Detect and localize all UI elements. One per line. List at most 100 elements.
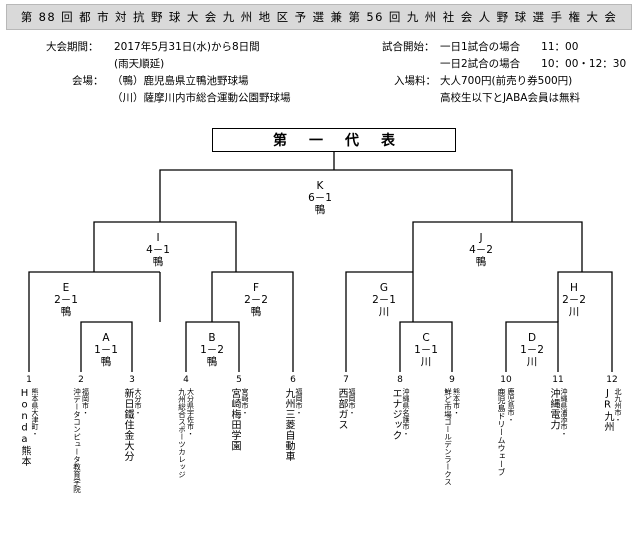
tournament-title: 第 88 回 都 市 対 抗 野 球 大 会 九 州 地 区 予 選 兼 第 5… xyxy=(20,10,618,24)
match-c-id: C xyxy=(422,332,430,344)
team-8-name: エナジック xyxy=(390,388,401,441)
match-j-venue: 鴨 xyxy=(475,256,487,268)
team-9-location: 熊本市・ xyxy=(452,388,461,416)
match-g-id: G xyxy=(379,282,389,294)
match-c-venue: 川 xyxy=(420,356,432,368)
team-12-name: JR九州 xyxy=(602,388,613,432)
team-6-location: 福岡市・ xyxy=(295,388,303,416)
match-e-line xyxy=(28,271,160,372)
match-g-venue: 川 xyxy=(378,306,390,318)
start-label: 試合開始： xyxy=(382,41,435,53)
match-e-id: E xyxy=(62,282,70,294)
team-6: 福岡市・ 九州三菱自動車 xyxy=(283,388,303,462)
period-value: 2017年5月31日(水)から8日間 xyxy=(114,41,260,53)
match-b-venue: 鴨 xyxy=(206,356,218,368)
team-number: 7 xyxy=(343,375,349,385)
match-i-score: 4－1 xyxy=(146,244,170,256)
match-c-line xyxy=(399,321,453,372)
match-f-venue: 鴨 xyxy=(250,306,262,318)
match-h-id: H xyxy=(570,282,578,294)
match-a-venue: 鴨 xyxy=(100,356,112,368)
start-2: 一日2試合の場合 10：00・12：30 xyxy=(440,58,627,70)
match-f-id: F xyxy=(252,282,260,294)
team-5: 宮崎市・ 宮崎梅田学園 xyxy=(229,388,249,451)
match-h-venue: 川 xyxy=(568,306,580,318)
match-e-label: E 2－1 鴨 xyxy=(54,282,78,318)
match-i-id: I xyxy=(156,232,160,244)
team-number: 9 xyxy=(449,375,455,385)
match-i-line xyxy=(93,221,237,272)
team-6-name: 九州三菱自動車 xyxy=(283,388,294,462)
team-10: 鹿児島市・ 鹿児島ドリームウェーブ xyxy=(497,388,515,476)
match-f-label: F 2－2 鴨 xyxy=(244,282,268,318)
team-10-name: 鹿児島ドリームウェーブ xyxy=(497,388,506,476)
team-4-location: 大分県宇佐市・ xyxy=(186,388,195,437)
team-3: 大分市・ 新日鐵住金大分 xyxy=(122,388,142,462)
match-i-venue: 鴨 xyxy=(152,256,164,268)
team-5-name: 宮崎梅田学園 xyxy=(229,388,240,451)
match-g-label: G 2－1 川 xyxy=(372,282,396,318)
fee-1: 大人700円(前売り券500円) xyxy=(440,75,573,87)
match-b-label: B 1－2 鴨 xyxy=(200,332,224,368)
match-e-venue: 鴨 xyxy=(60,306,72,318)
team-7-name: 西部ガス xyxy=(336,388,347,430)
team-4-name: 九州総合スポーツカレッジ xyxy=(177,388,187,478)
team-4: 大分県宇佐市・ 九州総合スポーツカレッジ xyxy=(178,388,195,478)
team-3-name: 新日鐵住金大分 xyxy=(122,388,133,462)
tournament-title-banner: 第 88 回 都 市 対 抗 野 球 大 会 九 州 地 区 予 選 兼 第 5… xyxy=(6,4,632,30)
team-5-location: 宮崎市・ xyxy=(241,388,249,416)
match-c-score: 1－1 xyxy=(414,344,438,356)
team-12: 北九州市・ JR九州 xyxy=(602,388,622,432)
match-d-score: 1－2 xyxy=(520,344,544,356)
match-d-id: D xyxy=(527,332,537,344)
team-12-location: 北九州市・ xyxy=(614,388,622,423)
team-number: 3 xyxy=(129,375,135,385)
period-label: 大会期間： xyxy=(46,41,99,53)
match-h-label: H 2－2 川 xyxy=(562,282,586,318)
venue-1: （鴨）鹿児島県立鴨池野球場 xyxy=(112,75,249,87)
match-j-line xyxy=(412,221,583,272)
match-k-id: K xyxy=(316,180,324,192)
team-3-location: 大分市・ xyxy=(134,388,142,416)
match-a-score: 1－1 xyxy=(94,344,118,356)
venue-label: 会場： xyxy=(72,75,104,87)
team-1-location: 熊本県大津町・ xyxy=(31,388,39,437)
team-number: 6 xyxy=(290,375,296,385)
match-b-line xyxy=(185,321,240,372)
match-j-label: J 4－2 鴨 xyxy=(469,232,493,268)
team-number: 8 xyxy=(397,375,403,385)
team-9: 熊本市・ 鮮ど市場ゴールデンラークス xyxy=(444,388,461,486)
match-c-label: C 1－1 川 xyxy=(414,332,438,368)
representative-label: 第一代表 xyxy=(273,133,417,149)
match-b-score: 1－2 xyxy=(200,344,224,356)
team-number: 12 xyxy=(606,375,618,385)
match-k-label: K 6－1 鴨 xyxy=(308,180,332,216)
match-d-line xyxy=(505,321,559,372)
match-j-score: 4－2 xyxy=(469,244,493,256)
match-e-score: 2－1 xyxy=(54,294,78,306)
team-2-location: 福岡市・ xyxy=(81,388,90,416)
match-k-line xyxy=(159,169,513,222)
team-9-name: 鮮ど市場ゴールデンラークス xyxy=(443,388,453,486)
match-d-venue: 川 xyxy=(526,356,538,368)
fee-label: 入場料： xyxy=(394,75,436,87)
team-number: 10 xyxy=(500,375,512,385)
team-2: 福岡市・ 沖データコンピュータ教育学院 xyxy=(73,388,90,493)
team-10-location: 鹿児島市・ xyxy=(507,388,515,423)
team-8: 沖縄県名護市・ エナジック xyxy=(390,388,410,441)
team-11-location: 沖縄県浦添市・ xyxy=(560,388,568,437)
match-d-label: D 1－2 川 xyxy=(520,332,544,368)
team-number: 11 xyxy=(552,375,564,385)
team-11: 沖縄県浦添市・ 沖縄電力 xyxy=(548,388,568,437)
team-number: 4 xyxy=(183,375,189,385)
team-number: 5 xyxy=(236,375,242,385)
match-a-id: A xyxy=(102,332,110,344)
team-11-name: 沖縄電力 xyxy=(548,388,559,430)
fee-2: 高校生以下とJABA会員は無料 xyxy=(440,92,580,104)
match-i-label: I 4－1 鴨 xyxy=(146,232,170,268)
match-j-id: J xyxy=(479,232,483,244)
team-7-location: 福岡市・ xyxy=(348,388,356,416)
representative-box: 第一代表 xyxy=(212,128,456,152)
venue-2: （川）薩摩川内市総合運動公園野球場 xyxy=(112,92,291,104)
match-g-line xyxy=(345,271,413,372)
